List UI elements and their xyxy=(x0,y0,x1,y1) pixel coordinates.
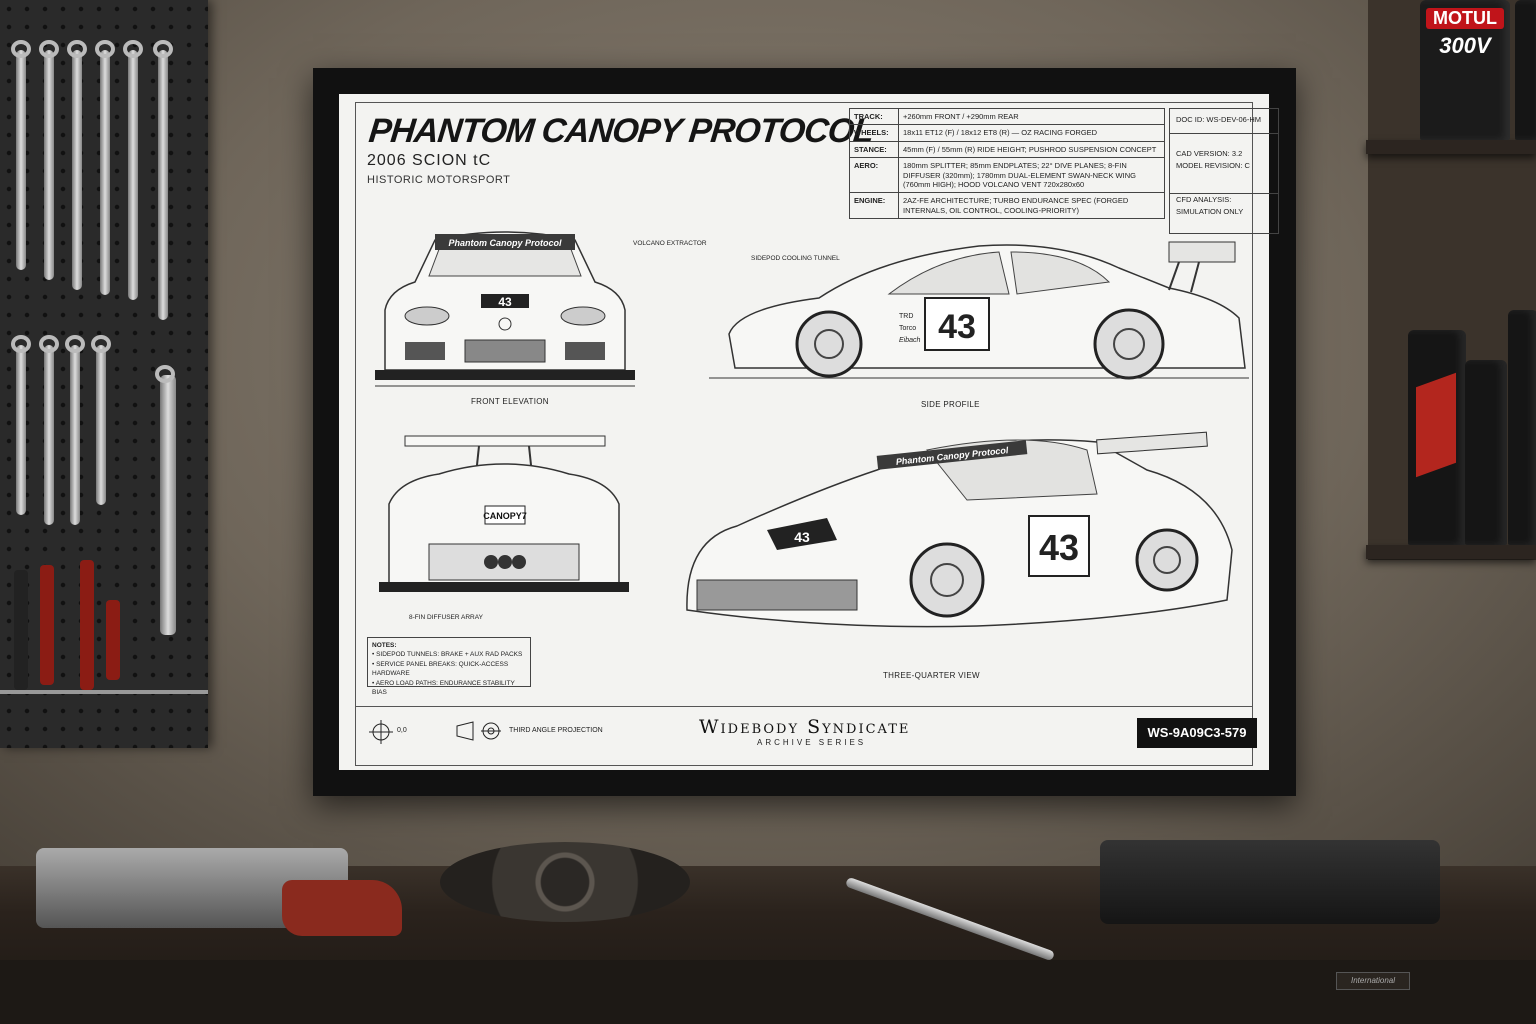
projection-label: THIRD ANGLE PROJECTION xyxy=(509,727,603,734)
screwdriver-icon xyxy=(40,565,54,685)
spray-can xyxy=(1508,310,1536,545)
brake-rotor xyxy=(440,842,690,922)
screwdriver-icon xyxy=(80,560,94,690)
poster-border xyxy=(355,102,1253,766)
rear-view-drawing: CANOPY7 xyxy=(379,435,629,592)
three-quarter-caption: THREE-QUARTER VIEW xyxy=(883,671,980,680)
front-elevation-drawing: Phantom Canopy Protocol 43 xyxy=(375,231,635,387)
brand-name: Widebody Syndicate xyxy=(699,716,911,738)
spec-key: STANCE: xyxy=(849,140,899,159)
shelf-board xyxy=(1366,140,1536,154)
license-plate: CANOPY7 xyxy=(483,511,527,521)
cfd-note: SIMULATION ONLY xyxy=(1176,207,1244,216)
oil-bottle xyxy=(1515,0,1536,140)
sponsor-eibach: Eibach xyxy=(899,337,921,344)
note-item: • SIDEPOD TUNNELS: BRAKE + AUX RAD PACKS xyxy=(372,651,523,659)
projection-symbol-icon xyxy=(456,721,501,741)
wrench-icon xyxy=(155,365,176,635)
sponsor-trd: TRD xyxy=(899,313,913,320)
wrench-icon xyxy=(39,335,59,525)
oil-grade-label: 300V xyxy=(1439,33,1491,58)
poster-title: PHANTOM CANOPY PROTOCOL xyxy=(367,112,876,150)
spec-key: AERO: xyxy=(849,157,899,194)
poster-code: WS-9A09C3-579 xyxy=(1137,718,1257,748)
doc-info-box: DOC ID: WS-DEV-06-HM CAD VERSION: 3.2 MO… xyxy=(1169,108,1279,234)
front-view-caption: FRONT ELEVATION xyxy=(471,397,549,406)
side-view-caption: SIDE PROFILE xyxy=(921,400,980,409)
spec-value: +260mm FRONT / +290mm REAR xyxy=(898,107,1165,126)
spec-value: 45mm (F) / 55mm (R) RIDE HEIGHT; PUSHROD… xyxy=(898,140,1165,159)
wrench-icon xyxy=(153,40,173,320)
car-category: HISTORIC MOTORSPORT xyxy=(367,174,511,186)
blueprint-poster: PHANTOM CANOPY PROTOCOL 2006 SCION tC HI… xyxy=(339,94,1279,770)
three-quarter-drawing: Phantom Canopy Protocol 43 43 xyxy=(686,431,1233,628)
note-item: • AERO LOAD PATHS: ENDURANCE STABILITY B… xyxy=(372,679,515,697)
wrench-icon xyxy=(11,335,31,515)
wrench-icon xyxy=(95,40,115,295)
shop-rag xyxy=(282,880,402,936)
spec-key: ENGINE: xyxy=(849,192,899,219)
wrench-icon xyxy=(91,335,111,505)
oil-bottle: MOTUL 300V xyxy=(1420,0,1510,140)
spec-row: ENGINE:2AZ-FE ARCHITECTURE; TURBO ENDURA… xyxy=(849,192,1165,219)
wrench-icon xyxy=(11,40,31,270)
spec-value: 18x11 ET12 (F) / 18x12 ET8 (R) — OZ RACI… xyxy=(898,124,1165,142)
spray-can xyxy=(1465,360,1507,545)
cad-version: CAD VERSION: 3.2 xyxy=(1176,149,1243,158)
wrench-icon xyxy=(65,335,85,525)
oil-brand-label: MOTUL xyxy=(1426,8,1504,29)
spray-can xyxy=(1408,330,1466,545)
wrench-icon xyxy=(123,40,143,300)
door-number: 43 xyxy=(1039,527,1079,568)
hood-number: 43 xyxy=(794,529,810,545)
doc-id: DOC ID: WS-DEV-06-HM xyxy=(1176,115,1262,124)
wrench-icon xyxy=(67,40,87,290)
notes-title: NOTES: xyxy=(372,642,397,649)
front-banner-text: Phantom Canopy Protocol xyxy=(448,238,562,248)
sponsor-torco: Torco xyxy=(899,325,916,332)
crosshair-icon xyxy=(369,720,393,744)
note-item: • SERVICE PANEL BREAKS: QUICK-ACCESS HAR… xyxy=(372,660,509,678)
spec-row: WHEELS:18x11 ET12 (F) / 18x12 ET8 (R) — … xyxy=(849,124,1165,142)
sidepod-callout: SIDEPOD COOLING TUNNEL xyxy=(751,255,840,262)
spec-row: TRACK:+260mm FRONT / +290mm REAR xyxy=(849,107,1165,126)
spec-key: TRACK: xyxy=(849,107,899,126)
workbench-badge: International xyxy=(1336,972,1410,990)
tool-rail xyxy=(0,690,208,694)
front-number: 43 xyxy=(498,295,512,309)
diffuser-callout: 8-FIN DIFFUSER ARRAY xyxy=(409,614,483,621)
workbench-front xyxy=(0,960,1536,1024)
side-number: 43 xyxy=(938,308,976,346)
origin-label: 0,0 xyxy=(397,727,407,734)
brand-series: ARCHIVE SERIES xyxy=(757,738,867,747)
volcano-callout: VOLCANO EXTRACTOR xyxy=(633,240,707,247)
screwdriver-icon xyxy=(14,570,28,690)
bolt-tray xyxy=(1100,840,1440,924)
tool-pegboard xyxy=(0,0,208,748)
screwdriver-icon xyxy=(106,600,120,680)
shelf-board xyxy=(1366,545,1536,559)
spec-value: 2AZ-FE ARCHITECTURE; TURBO ENDURANCE SPE… xyxy=(898,192,1165,219)
spec-key: WHEELS: xyxy=(849,124,899,142)
notes-box: NOTES: • SIDEPOD TUNNELS: BRAKE + AUX RA… xyxy=(367,637,531,696)
footer-divider xyxy=(355,706,1253,707)
spec-value: 180mm SPLITTER; 85mm ENDPLATES; 22° DIVE… xyxy=(898,157,1165,194)
spec-row: AERO:180mm SPLITTER; 85mm ENDPLATES; 22°… xyxy=(849,157,1165,194)
wrench-icon xyxy=(39,40,59,280)
cfd-analysis: CFD ANALYSIS: xyxy=(1176,195,1232,204)
car-model: 2006 SCION tC xyxy=(367,152,492,169)
spec-table: TRACK:+260mm FRONT / +290mm REAR WHEELS:… xyxy=(849,107,1165,219)
side-profile-drawing: 43 TRD Torco Eibach xyxy=(709,241,1249,380)
model-revision: MODEL REVISION: C xyxy=(1176,161,1250,170)
spec-row: STANCE:45mm (F) / 55mm (R) RIDE HEIGHT; … xyxy=(849,140,1165,159)
